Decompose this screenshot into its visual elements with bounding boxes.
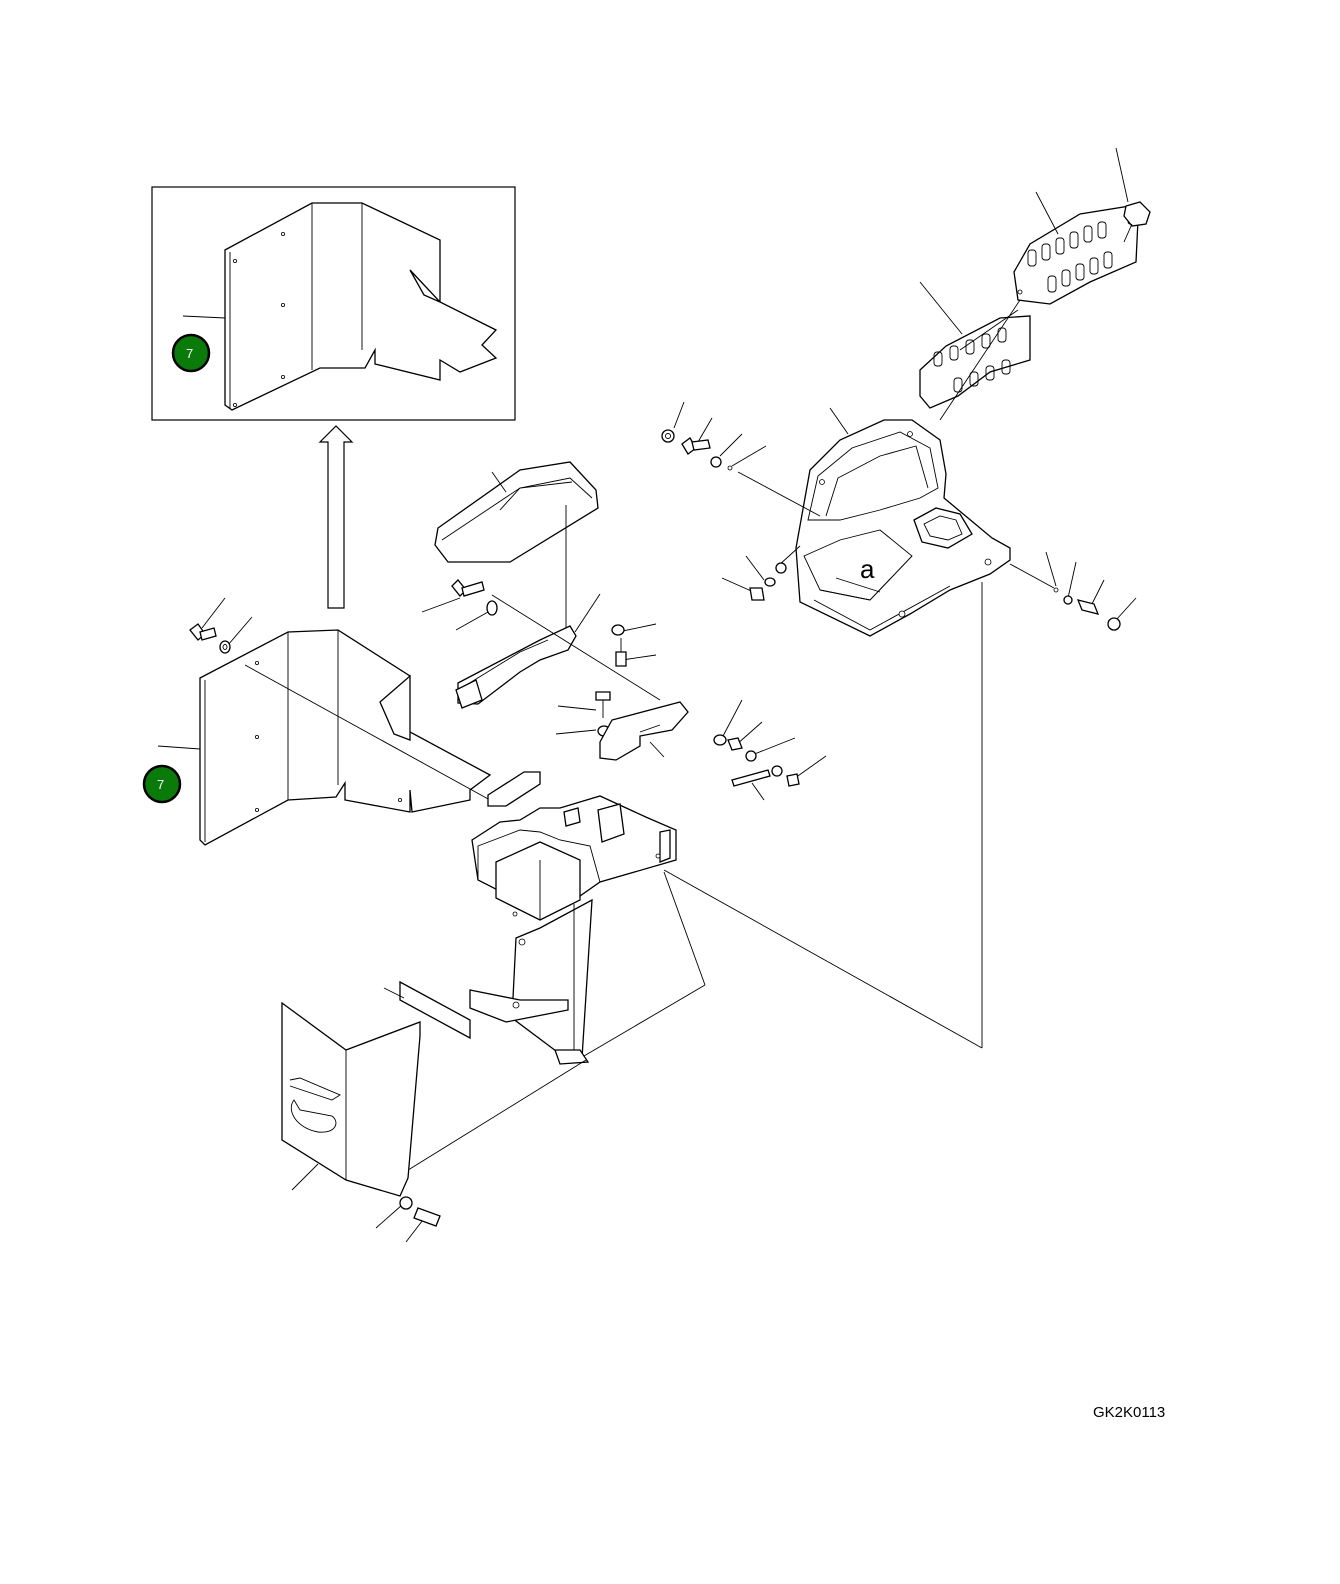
inset-cover-badge: 7 — [171, 333, 211, 373]
inset-cover-badge-label: 7 — [186, 346, 193, 361]
console-left-fasteners — [661, 401, 821, 601]
inset-side-cover — [182, 202, 498, 411]
lower-bolts — [375, 1196, 441, 1243]
bolt-washer-left — [189, 597, 253, 654]
main-cover-badge-label: 7 — [157, 777, 164, 792]
lower-cover — [281, 980, 471, 1197]
detail-letter: a — [860, 554, 875, 584]
armrest-bolt — [421, 579, 498, 631]
switch-panel-module — [939, 191, 1139, 421]
switch-panel-plate — [919, 281, 1031, 409]
console-right-fasteners — [1009, 551, 1137, 631]
main-side-cover — [157, 629, 492, 846]
right-control-console: a — [795, 407, 1011, 637]
armrest-bracket — [455, 593, 601, 709]
switch-knob — [1115, 147, 1151, 243]
view-arrow — [318, 425, 354, 609]
center-slot-bracket — [599, 701, 689, 761]
inset-detail-view: 7 — [151, 186, 516, 421]
console-frame — [469, 771, 677, 1065]
inset-frame — [151, 186, 516, 421]
main-cover-badge: 7 — [142, 764, 182, 804]
armrest-pad — [434, 461, 599, 630]
right-small-fasteners — [713, 699, 827, 801]
leader-lines — [380, 582, 983, 1181]
drawing-code: GK2K0113 — [1093, 1404, 1166, 1421]
